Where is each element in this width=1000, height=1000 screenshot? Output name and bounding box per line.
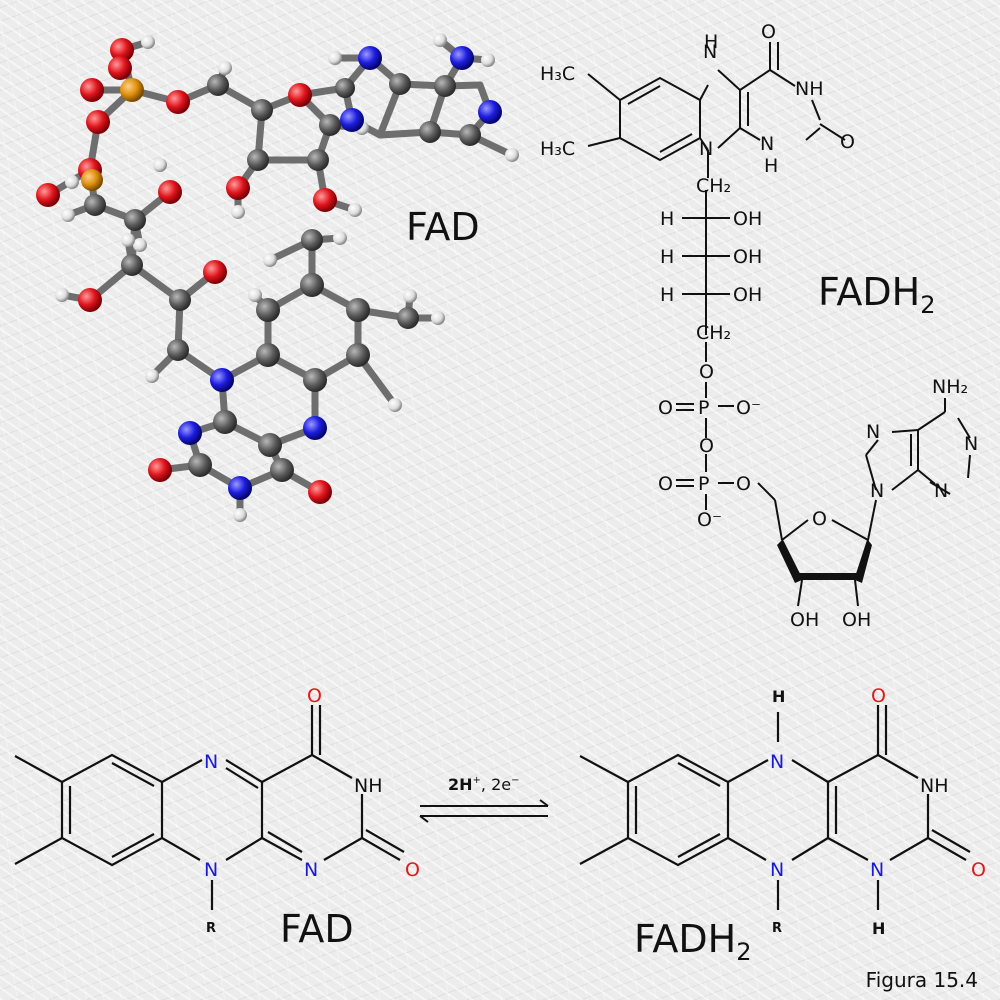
atom-NH: NH (795, 78, 824, 100)
atom-O: O (699, 435, 714, 457)
fad-N10: N (204, 859, 218, 881)
atom-H: H (660, 284, 674, 306)
atom-O: O (812, 508, 827, 530)
atom-OH: OH (790, 609, 819, 631)
fad-skeletal-left (14, 705, 405, 910)
fadh2-O2: O (971, 859, 986, 881)
equilibrium-arrow (419, 799, 549, 823)
atom-OH: OH (842, 609, 871, 631)
fad-N1: N (304, 859, 318, 881)
fad-O4: O (307, 685, 322, 707)
reaction-conditions: 2H+, 2e− (448, 775, 520, 794)
atom-O: O (761, 21, 776, 43)
atom-N: N (870, 480, 884, 502)
fadh2-H5: H (772, 687, 785, 706)
atom-OH: OH (733, 208, 762, 230)
atom-H: H (704, 31, 718, 53)
fadh2-N3H: NH (920, 775, 949, 797)
fad-O2: O (405, 859, 420, 881)
fadh2-struct-label: FADH2 (818, 270, 935, 319)
fadh2-H1: H (872, 919, 885, 938)
fadh2-bottom-label: FADH2 (634, 917, 751, 966)
fadh2-N1: N (870, 859, 884, 881)
atom-O: O (736, 473, 751, 495)
fadh2-O4: O (871, 685, 886, 707)
atom-P: P (698, 397, 709, 419)
methyl-label: H₃C (540, 138, 575, 160)
methyl-label: H₃C (540, 63, 575, 85)
fadh2-N10: N (770, 859, 784, 881)
fadh2-skeletal-right (579, 705, 971, 910)
atom-P: P (698, 473, 709, 495)
atom-N: N (866, 421, 880, 443)
atom-O: O (699, 361, 714, 383)
fad-bottom-label: FAD (280, 907, 354, 951)
amine-label: NH₂ (932, 376, 968, 398)
atom-OH: OH (733, 284, 762, 306)
atom-N: N (934, 480, 948, 502)
fad-R-group: R (206, 921, 216, 936)
atom-OH: OH (733, 246, 762, 268)
fad-N5: N (204, 751, 218, 773)
atom-O-minus: O⁻ (736, 397, 761, 419)
atom-O: O (840, 131, 855, 153)
fad-3d-label: FAD (406, 205, 480, 249)
atom-H: H (660, 208, 674, 230)
atom-O: O (658, 397, 673, 419)
atom-H: H (660, 246, 674, 268)
atom-H: H (764, 155, 778, 177)
figure-caption: Figura 15.4 (865, 968, 978, 992)
fad-N3H: NH (354, 775, 383, 797)
fadh2-R-group: R (772, 921, 782, 936)
atom-O-minus: O⁻ (697, 509, 722, 531)
atom-N: N (699, 138, 713, 160)
atom-N: N (760, 133, 774, 155)
ch2-label: CH₂ (696, 175, 731, 197)
atom-N: N (703, 41, 717, 63)
atom-O: O (658, 473, 673, 495)
ch2-label: CH₂ (696, 322, 731, 344)
atom-N: N (964, 433, 978, 455)
fadh2-N5: N (770, 751, 784, 773)
